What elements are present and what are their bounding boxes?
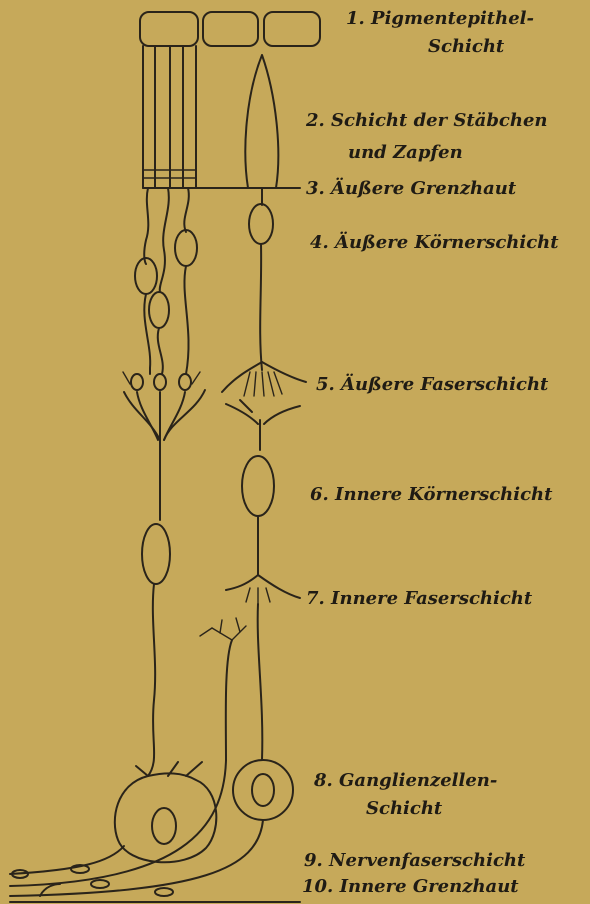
rod-outer-segments [143,46,196,188]
label-ganglion-cell-layer: 8. Ganglienzellen- [314,768,497,794]
cone-bipolar-cell [226,400,300,604]
ganglion-cells [115,604,293,862]
amacrine-process [200,618,246,760]
label-nerve-fiber-layer: 9. Nervenfaserschicht [304,848,525,874]
cone-outer-segment [245,55,278,188]
rod-spherules [123,372,200,390]
cone-cell [222,188,306,396]
label-outer-limiting-membrane: 3. Äußere Grenzhaut [306,176,516,202]
pigment-epithelium-cells [140,12,320,46]
label-outer-nuclear-layer: 4. Äußere Körnerschicht [310,230,559,256]
label-inner-limiting-membrane: 10. Innere Grenzhaut [302,874,519,900]
label-rods-cones-line2: und Zapfen [348,140,463,166]
label-pigment-epithelium-line2: Schicht [428,34,504,60]
label-pigment-epithelium: 1. Pigmentepithel- [346,6,534,32]
rod-cells [135,188,197,374]
label-outer-plexiform-layer: 5. Äußere Faserschicht [316,372,548,398]
label-rods-cones: 2. Schicht der Stäbchen [306,108,548,134]
label-inner-nuclear-layer: 6. Innere Körnerschicht [310,482,552,508]
label-ganglion-cell-layer-line2: Schicht [366,796,442,822]
rod-bipolar-cell [124,390,205,776]
label-inner-plexiform-layer: 7. Innere Faserschicht [306,586,532,612]
